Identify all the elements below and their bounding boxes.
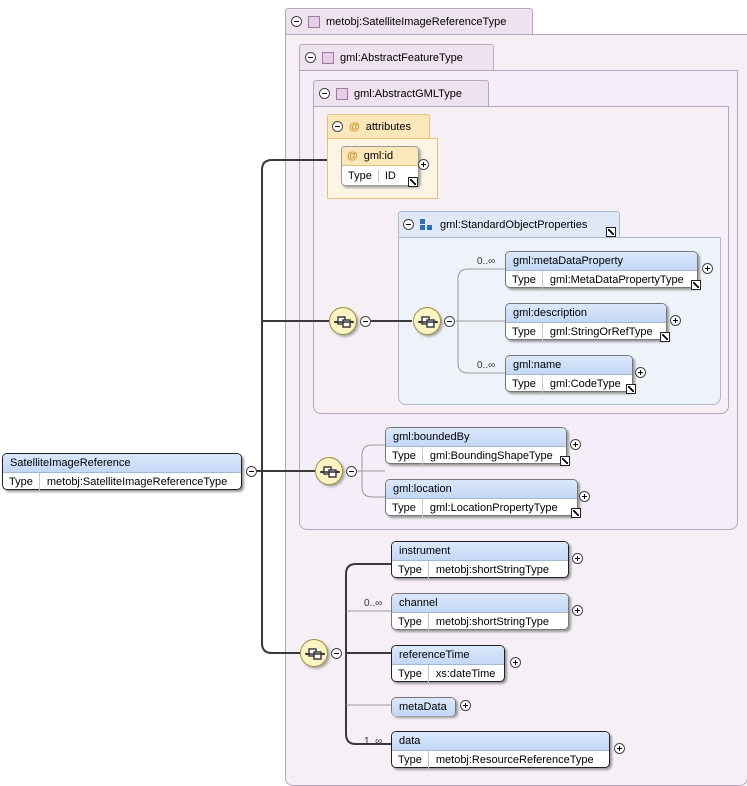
type-key: Type	[392, 665, 429, 683]
cardinality-label: 0..∞	[477, 256, 496, 267]
group-reference-icon[interactable]	[606, 227, 616, 237]
group-icon	[420, 218, 434, 231]
collapse-icon[interactable]	[319, 88, 330, 99]
type-key: Type	[506, 323, 543, 341]
complex-type-icon	[336, 87, 348, 100]
type-tab-abstract-feature-type: gml:AbstractFeatureType	[299, 44, 494, 70]
expand-icon[interactable]	[614, 743, 625, 754]
element-gml-description[interactable]: gml:description Type gml:StringOrRefType	[505, 303, 670, 342]
type-key: Type	[392, 561, 429, 579]
type-name: metobj:SatelliteImageReferenceType	[326, 15, 507, 28]
element-gml-boundedby[interactable]: gml:boundedBy Type gml:BoundingShapeType	[385, 427, 570, 466]
type-reference-icon[interactable]	[691, 280, 701, 290]
element-metadata[interactable]: metaData	[391, 697, 456, 716]
collapse-icon[interactable]	[331, 648, 342, 659]
expand-icon[interactable]	[635, 367, 646, 378]
attribute-icon: @	[347, 150, 358, 162]
element-name: gml:name	[506, 356, 632, 375]
element-gml-name[interactable]: gml:name Type gml:CodeType	[505, 355, 636, 394]
type-value: ID	[384, 170, 396, 182]
expand-icon[interactable]	[572, 605, 583, 616]
type-reference-icon[interactable]	[560, 456, 570, 466]
type-key: Type	[506, 271, 543, 289]
element-name: data	[392, 732, 609, 751]
type-key: Type	[342, 170, 379, 182]
group-tab-standard-object-properties: gml:StandardObjectProperties	[398, 211, 620, 237]
cardinality-label: 1..∞	[364, 736, 383, 747]
expand-icon[interactable]	[572, 553, 583, 564]
type-tab-abstract-gml-type: gml:AbstractGMLType	[313, 80, 489, 106]
element-name: gml:metaDataProperty	[506, 252, 697, 271]
root-element-satellite-image-reference[interactable]: SatelliteImageReference Type metobj:Satel…	[2, 453, 242, 491]
collapse-icon[interactable]	[305, 52, 316, 63]
expand-icon[interactable]	[570, 439, 581, 450]
type-name: gml:AbstractGMLType	[354, 87, 462, 100]
collapse-icon[interactable]	[246, 466, 257, 477]
type-value: gml:BoundingShapeType	[429, 450, 553, 462]
element-name: gml:boundedBy	[386, 428, 566, 447]
attributes-title: attributes	[365, 120, 411, 133]
attribute-gml-id[interactable]: @ gml:id Type ID	[341, 146, 419, 187]
collapse-icon[interactable]	[332, 121, 343, 132]
type-key: Type	[392, 613, 429, 631]
collapse-icon[interactable]	[291, 16, 302, 27]
expand-icon[interactable]	[670, 315, 681, 326]
attributes-tab: @ attributes	[327, 114, 430, 138]
type-value: metobj:shortStringType	[435, 564, 549, 576]
type-key: Type	[3, 473, 40, 491]
type-key: Type	[386, 447, 423, 465]
complex-type-icon	[322, 51, 334, 64]
sequence-compositor-feature[interactable]	[315, 457, 343, 485]
expand-icon[interactable]	[579, 491, 590, 502]
type-reference-icon[interactable]	[571, 508, 581, 518]
element-name: metaData	[392, 698, 455, 716]
complex-type-icon	[308, 15, 320, 28]
collapse-icon[interactable]	[360, 316, 371, 327]
type-key: Type	[386, 499, 423, 517]
element-gml-metadataproperty[interactable]: gml:metaDataProperty Type gml:MetaDataPro…	[505, 251, 701, 290]
type-name: gml:AbstractFeatureType	[340, 51, 463, 64]
element-data[interactable]: data Type metobj:ResourceReferenceType	[391, 731, 610, 769]
element-name: gml:description	[506, 304, 666, 323]
sequence-compositor-satellite[interactable]	[300, 639, 328, 667]
type-value: gml:CodeType	[549, 378, 621, 390]
group-name: gml:StandardObjectProperties	[440, 218, 588, 231]
collapse-icon[interactable]	[403, 219, 414, 230]
element-channel[interactable]: channel Type metobj:shortStringType	[391, 593, 569, 631]
collapse-icon[interactable]	[346, 466, 357, 477]
type-value: gml:StringOrRefType	[549, 326, 653, 338]
type-key: Type	[506, 375, 543, 393]
type-tab-satellite-image-reference-type: metobj:SatelliteImageReferenceType	[285, 8, 533, 34]
element-name: gml:location	[386, 480, 577, 499]
expand-icon[interactable]	[460, 700, 471, 711]
expand-icon[interactable]	[510, 657, 521, 668]
cardinality-label: 0..∞	[477, 360, 496, 371]
element-name: channel	[392, 594, 568, 613]
element-referencetime[interactable]: referenceTime Type xs:dateTime	[391, 645, 505, 683]
type-value: xs:dateTime	[435, 668, 496, 680]
expand-icon[interactable]	[702, 263, 713, 274]
element-name: instrument	[392, 542, 568, 561]
sequence-compositor-standard-properties[interactable]	[413, 307, 441, 335]
sequence-compositor-gml[interactable]	[329, 307, 357, 335]
element-instrument[interactable]: instrument Type metobj:shortStringType	[391, 541, 569, 579]
attribute-icon: @	[349, 120, 360, 133]
type-value: gml:MetaDataPropertyType	[549, 274, 684, 286]
type-value: metobj:ResourceReferenceType	[435, 754, 594, 766]
element-name: referenceTime	[392, 646, 504, 665]
type-value: metobj:SatelliteImageReferenceType	[46, 476, 228, 488]
type-key: Type	[392, 751, 429, 769]
cardinality-label: 0..∞	[364, 598, 383, 609]
attribute-name: gml:id	[363, 150, 394, 162]
type-value: metobj:shortStringType	[435, 616, 549, 628]
element-gml-location[interactable]: gml:location Type gml:LocationPropertyTyp…	[385, 479, 581, 518]
element-name: SatelliteImageReference	[3, 454, 241, 473]
expand-icon[interactable]	[418, 159, 429, 170]
type-reference-icon[interactable]	[660, 332, 670, 342]
type-reference-icon[interactable]	[408, 177, 418, 187]
type-value: gml:LocationPropertyType	[429, 502, 558, 514]
collapse-icon[interactable]	[444, 316, 455, 327]
type-reference-icon[interactable]	[626, 384, 636, 394]
